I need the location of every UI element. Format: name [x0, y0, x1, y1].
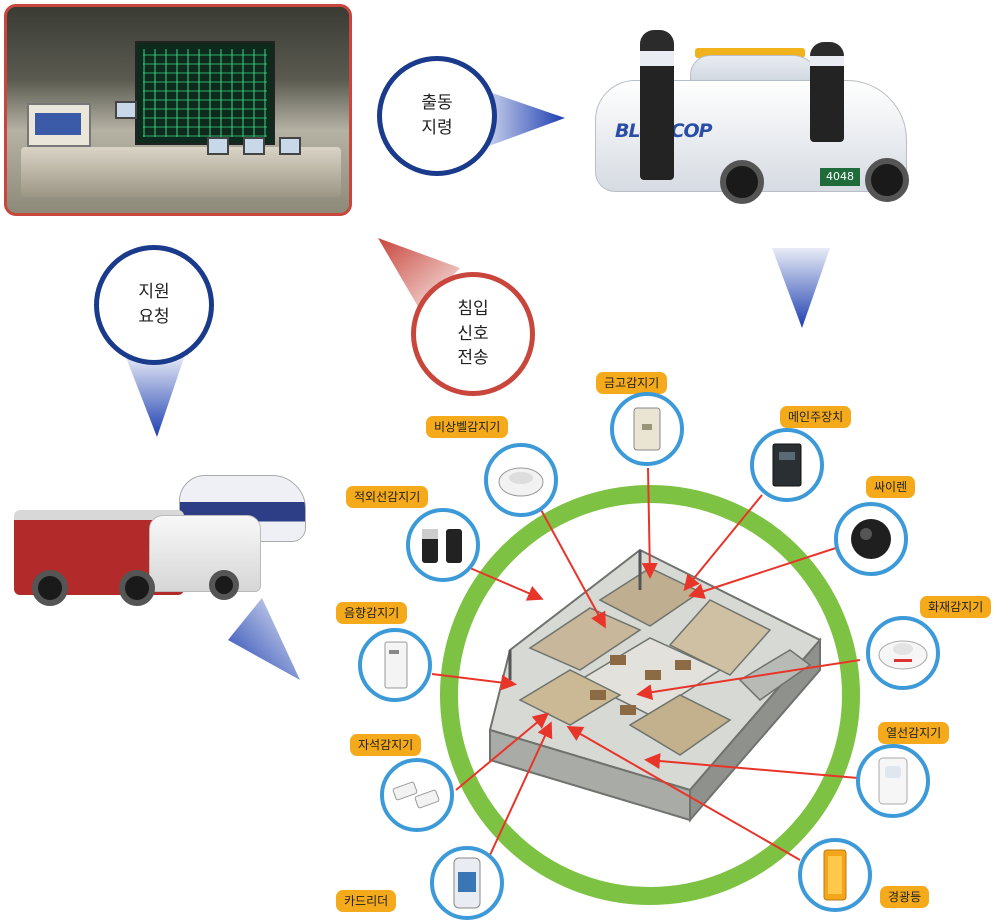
monitor-icon	[115, 101, 137, 119]
wheel-icon	[119, 570, 155, 606]
security-car-photo: BLUE COP 4048	[595, 20, 909, 210]
arrow-up-left	[378, 238, 460, 310]
card-reader-device-icon	[453, 857, 481, 909]
light-bar	[695, 48, 805, 58]
arrow-down	[772, 248, 830, 328]
sound-detector-icon	[384, 641, 408, 689]
intrusion-signal-label: 침입 신호 전송	[411, 272, 535, 396]
support-request-label: 지원 요청	[94, 245, 214, 365]
arrow-right	[478, 88, 565, 150]
sensor-label-siren: 싸이렌	[866, 476, 916, 498]
siren-speaker-icon	[851, 519, 891, 559]
magnetic-sensor-icon	[380, 758, 454, 832]
sensor-label-card-reader: 카드리더	[336, 890, 397, 912]
wheel-icon	[865, 158, 909, 202]
sensor-label-main-controller: 메인주장치	[780, 406, 852, 428]
pir-sensor-icon	[878, 757, 908, 805]
strobe-light-icon	[823, 849, 847, 901]
sensor-label-sound: 음향감지기	[336, 602, 408, 624]
heat-sensor-icon	[856, 744, 930, 818]
sensor-label-fire: 화재감지기	[920, 596, 992, 618]
card-reader-icon	[430, 846, 504, 920]
monitor-icon	[279, 137, 301, 155]
monitor-icon	[207, 137, 229, 155]
ambulance	[149, 515, 261, 592]
infrared-sensor-icon	[406, 508, 480, 582]
sound-sensor-icon	[358, 628, 432, 702]
infrared-beam-icon	[422, 529, 462, 563]
control-room-photo	[4, 4, 352, 216]
control-panel-icon	[772, 443, 802, 487]
main-controller-icon	[750, 428, 824, 502]
sensor-label-magnetic: 자석감지기	[350, 734, 422, 756]
safe-detector-icon	[633, 407, 661, 451]
security-guard-figure	[640, 30, 674, 180]
fire-sensor-icon	[866, 616, 940, 690]
arrow-down	[125, 355, 185, 437]
emergency-bell-sensor-icon	[484, 443, 558, 517]
siren-icon	[834, 502, 908, 576]
wheel-icon	[209, 570, 239, 600]
control-room-display-wall	[135, 41, 275, 145]
smoke-detector-icon	[498, 467, 544, 497]
safe-sensor-icon	[610, 392, 684, 466]
control-room-board	[27, 103, 91, 147]
wheel-icon	[720, 160, 764, 204]
license-plate: 4048	[820, 168, 860, 186]
sensor-label-safe: 금고감지기	[596, 372, 668, 394]
emergency-vehicles-photo	[14, 470, 306, 620]
fire-detector-icon	[878, 640, 928, 670]
dispatch-order-label: 출동 지령	[377, 56, 497, 176]
arrow-left	[228, 598, 300, 680]
security-guard-figure	[810, 42, 844, 142]
building-floor-plan	[488, 548, 822, 823]
wheel-icon	[32, 570, 68, 606]
sensor-label-heat: 열선감지기	[878, 722, 950, 744]
control-room-desk	[21, 147, 341, 197]
warning-light-icon	[798, 838, 872, 912]
sensor-label-emergency-bell: 비상벨감지기	[426, 416, 509, 438]
sensor-label-infrared: 적외선감지기	[346, 486, 429, 508]
magnetic-contact-icon	[392, 781, 440, 809]
monitor-icon	[243, 137, 265, 155]
sensor-label-warning-light: 경광등	[880, 886, 930, 908]
